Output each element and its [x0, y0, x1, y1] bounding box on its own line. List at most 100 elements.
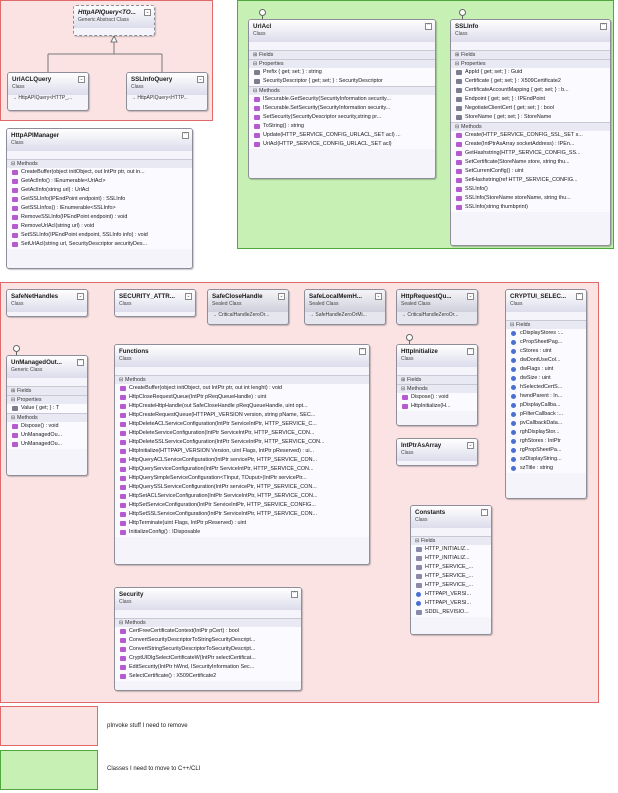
method-icon [254, 133, 260, 138]
field-icon [511, 412, 516, 417]
class-cryptui-select[interactable]: CRYPTUI_SELEC...Class⌃ ⊟Fields cDisplayS… [505, 289, 587, 499]
section-methods[interactable]: ⊟Methods [115, 375, 369, 384]
section-fields[interactable]: ⊞Fields [7, 386, 87, 395]
method-icon [120, 512, 126, 517]
expand-toggle[interactable]: ⌄ [144, 9, 151, 16]
class-name: UnManagedOut... [11, 359, 62, 366]
collapse-toggle[interactable]: ⌃ [600, 23, 607, 30]
section-fields[interactable]: ⊟Fields [506, 320, 586, 329]
expand-toggle[interactable]: ⌄ [197, 76, 204, 83]
method-icon [120, 647, 126, 652]
method-icon [456, 133, 462, 138]
class-stereotype: Class [455, 31, 468, 37]
field-icon [511, 340, 516, 345]
member: SetHashstring(ref HTTP_SERVICE_CONFIG... [451, 176, 610, 185]
class-stereotype: Class [12, 84, 25, 90]
section-methods[interactable]: ⊟Methods [115, 618, 301, 627]
expand-toggle[interactable]: ⌄ [278, 293, 285, 300]
section-methods[interactable]: ⊟Methods [397, 384, 477, 393]
member: HTTP_INITIALIZ... [411, 545, 491, 554]
field-icon [511, 421, 516, 426]
member: ConvertStringSecurityDescriptorToSecurit… [115, 645, 301, 654]
method-icon [12, 433, 18, 438]
property-icon [254, 79, 260, 84]
property-icon [456, 88, 462, 93]
collapse-toggle[interactable]: ⌃ [291, 591, 298, 598]
method-icon [12, 170, 18, 175]
method-icon [254, 124, 260, 129]
member: EditSecurity(IntPtr hWnd, ISecurityInfor… [115, 663, 301, 672]
expand-toggle[interactable]: ⌄ [78, 76, 85, 83]
collapse-toggle[interactable]: ⌃ [425, 23, 432, 30]
section-methods[interactable]: ⊟Methods [451, 122, 610, 131]
member: HttpInitialize(HTTPAPI_VERSION Version, … [115, 447, 369, 456]
class-httpapiquery[interactable]: HttpAPIQuery<TO...Generic Abstract Class… [73, 5, 155, 36]
section-fields[interactable]: ⊞Fields [397, 375, 477, 384]
section-properties[interactable]: ⊟Properties [7, 395, 87, 404]
collapse-toggle[interactable]: ⌃ [182, 132, 189, 139]
section-fields[interactable]: ⊟Fields [411, 536, 491, 545]
expand-toggle[interactable]: ⌄ [467, 293, 474, 300]
class-security-attr[interactable]: SECURITY_ATTR...Class⌄ [114, 289, 196, 317]
expand-toggle[interactable]: ⌄ [375, 293, 382, 300]
class-stereotype: Sealed Class [401, 301, 431, 307]
class-name: IntPtrAsArray [401, 442, 442, 449]
member: hSelectedCertS... [506, 383, 586, 392]
member: szTitle : string [506, 464, 586, 473]
collapse-toggle[interactable]: ⌃ [481, 509, 488, 516]
collapse-toggle[interactable]: ⌃ [576, 293, 583, 300]
class-safelocalmemh[interactable]: SafeLocalMemH...Sealed Class⌄ → SafeHand… [304, 289, 386, 325]
field-icon [511, 331, 516, 336]
expand-toggle[interactable]: ⌄ [185, 293, 192, 300]
member: GetSSLInfo(IPEndPoint endpoint) : SSLInf… [7, 195, 192, 204]
member: ConvertSecurityDescriptorToStringSecurit… [115, 636, 301, 645]
method-icon [120, 467, 126, 472]
section-fields[interactable]: ⊞Fields [451, 50, 610, 59]
member: SSLInfo(StoreName storeName, string thu.… [451, 194, 610, 203]
field-icon [511, 394, 516, 399]
class-unmanagedout[interactable]: UnManagedOut...Generic Class⌃ ⊞Fields ⊟P… [6, 355, 88, 476]
member: pDisplayCallba... [506, 401, 586, 410]
method-icon [12, 424, 18, 429]
class-stereotype: Generic Abstract Class [78, 17, 129, 23]
expand-toggle[interactable]: ⌄ [77, 293, 84, 300]
member: cDisplayStores :... [506, 329, 586, 338]
section-methods[interactable]: ⊟Methods [7, 159, 192, 168]
collapse-toggle[interactable]: ⌃ [467, 348, 474, 355]
method-icon [120, 449, 126, 454]
class-stereotype: Class [119, 301, 132, 307]
section-properties[interactable]: ⊟Properties [451, 59, 610, 68]
property-icon [456, 106, 462, 111]
collapse-toggle[interactable]: ⌃ [359, 348, 366, 355]
member: HttpCloseRequestQueue(IntPtr pReqQueueHa… [115, 393, 369, 402]
section-fields[interactable]: ⊞Fields [249, 50, 435, 59]
interface-lollipop [13, 345, 20, 352]
class-stereotype: Class [253, 31, 266, 37]
method-icon [120, 656, 126, 661]
class-httprequestqu[interactable]: HttpRequestQu...Sealed Class⌄ → Critical… [396, 289, 478, 325]
member: SetCurrentConfig() : uint [451, 167, 610, 176]
class-name: SafeNetHandles [11, 293, 59, 300]
method-icon [12, 442, 18, 447]
section-methods[interactable]: ⊟Methods [7, 413, 87, 422]
class-parent: → CriticalHandleZeroOr... [212, 312, 270, 318]
section-methods[interactable]: ⊟Methods [249, 86, 435, 95]
member: Create(HTTP_SERVICE_CONFIG_SSL_SET s... [451, 131, 610, 140]
expand-toggle[interactable]: ⌄ [467, 442, 474, 449]
member: Prefix { get; set; } : string [249, 68, 435, 77]
member: StoreName { get; set; } : StoreName [451, 113, 610, 122]
collapse-toggle[interactable]: ⌃ [77, 359, 84, 366]
section-properties[interactable]: ⊟Properties [249, 59, 435, 68]
